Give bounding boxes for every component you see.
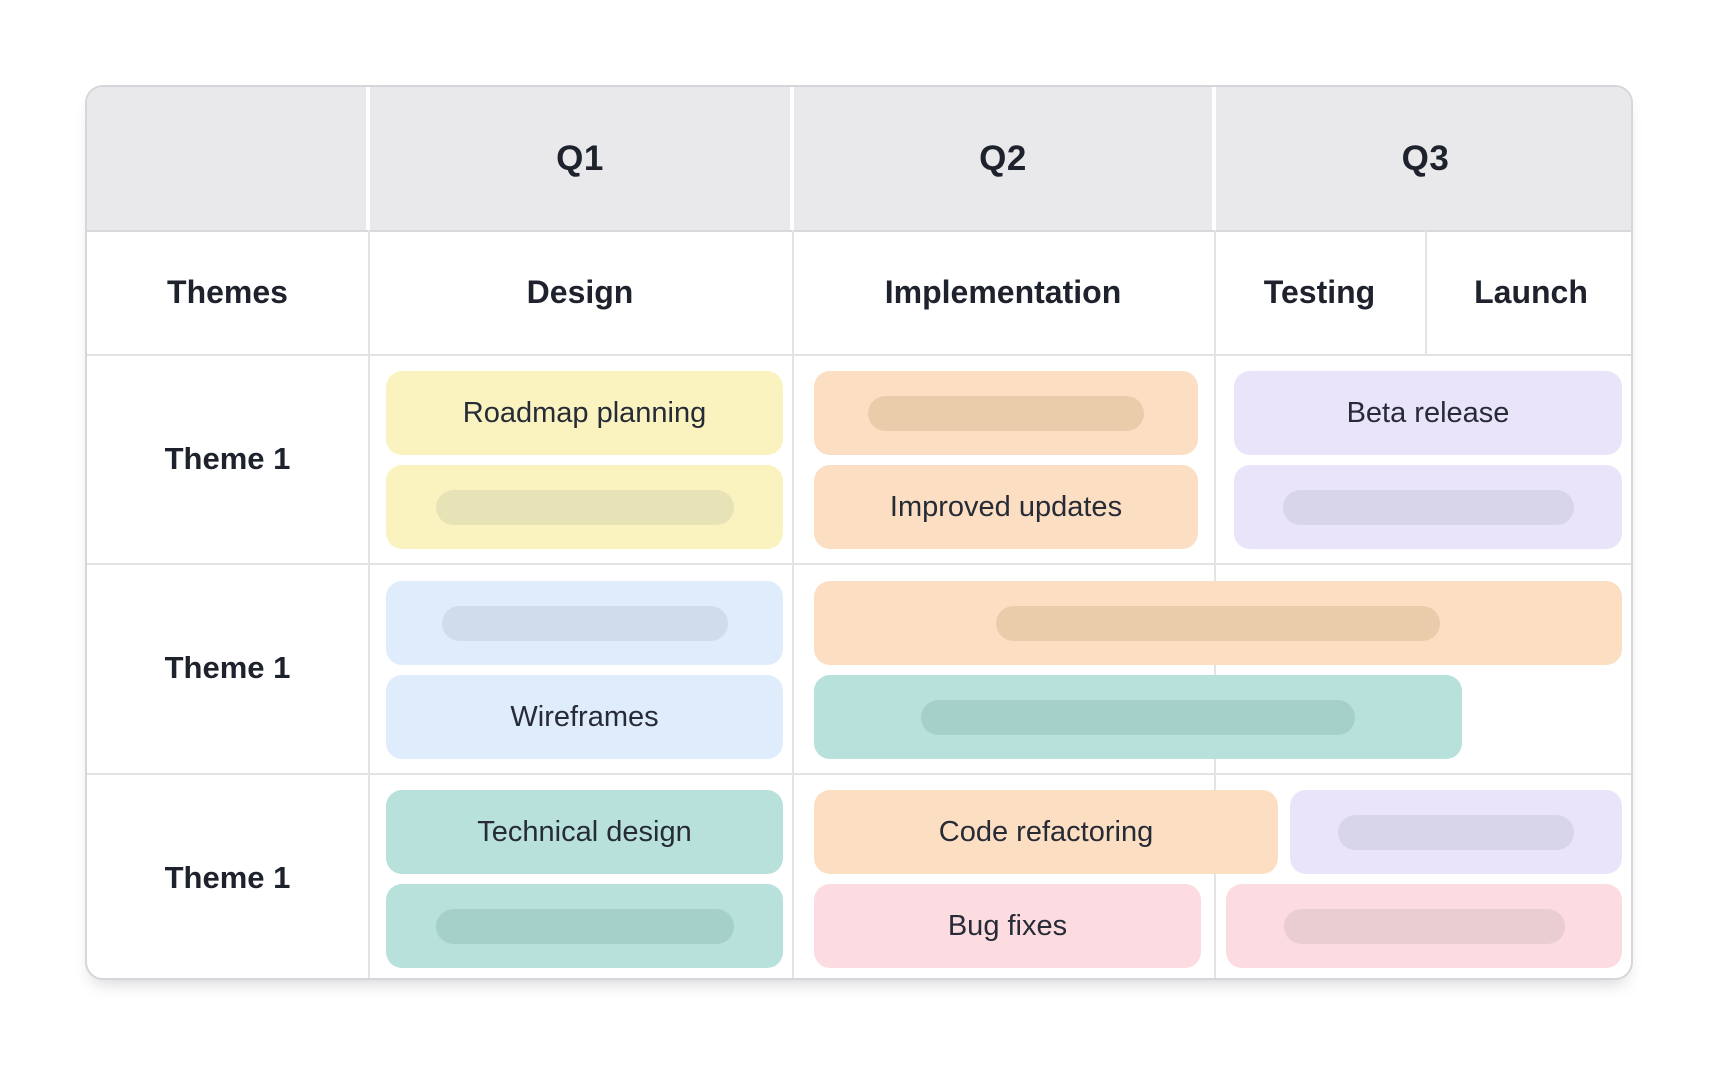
divider bbox=[1425, 230, 1427, 354]
bar-placeholder[interactable] bbox=[386, 581, 783, 665]
bar-wireframes[interactable]: Wireframes bbox=[386, 675, 783, 759]
placeholder-pill bbox=[1283, 908, 1565, 944]
bar-placeholder[interactable] bbox=[1226, 884, 1622, 968]
placeholder-pill bbox=[441, 605, 728, 641]
column-header-design: Design bbox=[526, 273, 634, 310]
quarter-header-q1: Q1 bbox=[556, 138, 604, 178]
placeholder-pill bbox=[1338, 814, 1574, 850]
placeholder-pill bbox=[1282, 489, 1574, 525]
bar-code-refactoring[interactable]: Code refactoring bbox=[814, 790, 1278, 874]
quarter-header-row bbox=[87, 87, 1631, 230]
bar-bug-fixes[interactable]: Bug fixes bbox=[814, 884, 1201, 968]
divider bbox=[87, 563, 1631, 565]
divider bbox=[368, 230, 370, 978]
bar-label: Beta release bbox=[1346, 396, 1510, 429]
bar-beta-release[interactable]: Beta release bbox=[1234, 371, 1622, 455]
bar-placeholder[interactable] bbox=[814, 581, 1622, 665]
quarter-header-q3: Q3 bbox=[1401, 138, 1450, 178]
column-header-implementation: Implementation bbox=[884, 273, 1122, 310]
placeholder-pill bbox=[996, 605, 1440, 641]
theme-row-label: Theme 1 bbox=[164, 440, 291, 476]
bar-label: Code refactoring bbox=[938, 815, 1154, 848]
bar-label: Wireframes bbox=[510, 700, 659, 733]
column-header-themes: Themes bbox=[167, 273, 288, 310]
theme-row-label: Theme 1 bbox=[164, 859, 291, 895]
divider bbox=[87, 354, 1631, 356]
theme-row-label: Theme 1 bbox=[164, 650, 291, 685]
quarter-header-q2: Q2 bbox=[979, 138, 1027, 178]
column-header-launch: Launch bbox=[1474, 273, 1588, 310]
divider bbox=[1212, 87, 1216, 230]
divider bbox=[790, 87, 794, 230]
bar-placeholder[interactable] bbox=[1234, 465, 1622, 549]
placeholder-pill bbox=[435, 489, 734, 525]
bar-placeholder[interactable] bbox=[386, 465, 783, 549]
roadmap-table: Q1 Q2 Q3 Themes Design Implementation Te… bbox=[85, 85, 1633, 980]
bar-label: Improved updates bbox=[889, 490, 1123, 523]
divider bbox=[87, 230, 1631, 232]
divider bbox=[366, 87, 370, 230]
bar-label: Technical design bbox=[477, 815, 692, 848]
bar-placeholder[interactable] bbox=[814, 675, 1462, 759]
placeholder-pill bbox=[921, 699, 1355, 735]
bar-placeholder[interactable] bbox=[1290, 790, 1622, 874]
placeholder-pill bbox=[435, 908, 734, 944]
bar-roadmap-planning[interactable]: Roadmap planning bbox=[386, 371, 783, 455]
bar-label: Bug fixes bbox=[947, 909, 1068, 942]
bar-label: Roadmap planning bbox=[462, 396, 707, 429]
bar-placeholder[interactable] bbox=[386, 884, 783, 968]
placeholder-pill bbox=[868, 395, 1144, 431]
bar-placeholder[interactable] bbox=[814, 371, 1198, 455]
bar-technical-design[interactable]: Technical design bbox=[386, 790, 783, 874]
divider bbox=[87, 773, 1631, 775]
divider bbox=[792, 230, 794, 978]
bar-improved-updates[interactable]: Improved updates bbox=[814, 465, 1198, 549]
column-header-testing: Testing bbox=[1263, 273, 1376, 310]
